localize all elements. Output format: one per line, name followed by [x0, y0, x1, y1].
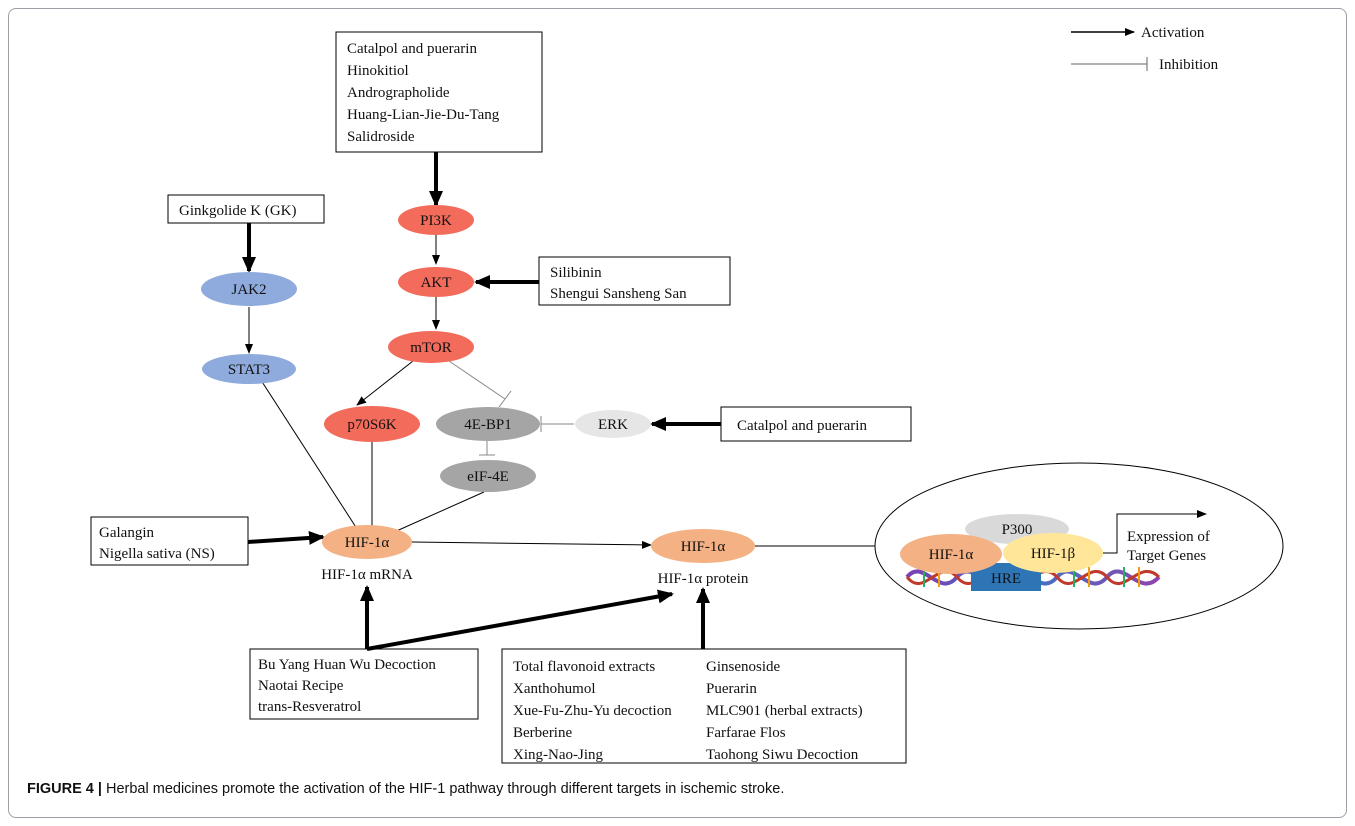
pathway-diagram: Activation Inhibition Catalpol and puera… — [90, 25, 1284, 764]
box-text: Catalpol and puerarin — [347, 41, 477, 57]
figure-frame: Activation Inhibition Catalpol and puera… — [8, 8, 1347, 818]
figure-caption: FIGURE 4 | Herbal medicines promote the … — [27, 781, 1327, 797]
box-text: Xanthohumol — [513, 681, 596, 697]
node-eif-4e: eIF-4E — [440, 460, 536, 492]
box-text: Ginsenoside — [706, 659, 781, 675]
box-text: Nigella sativa (NS) — [99, 546, 215, 562]
box-text: Taohong Siwu Decoction — [706, 747, 859, 763]
box-text: Bu Yang Huan Wu Decoction — [258, 657, 436, 673]
box-text: Ginkgolide K (GK) — [179, 203, 296, 219]
gk-box: Ginkgolide K (GK) — [167, 194, 325, 224]
node-erk: ERK — [575, 410, 651, 438]
expression-line-1: Expression of — [1127, 529, 1210, 545]
expression-line-2: Target Genes — [1127, 548, 1206, 564]
legend-activation-label: Activation — [1141, 25, 1205, 41]
pi3k-activators-box: Catalpol and puerarin Hinokitiol Androgr… — [335, 31, 543, 153]
legend: Activation Inhibition — [1071, 25, 1219, 73]
box-text: Naotai Recipe — [258, 678, 344, 694]
bu-yang-box: Bu Yang Huan Wu Decoction Naotai Recipe … — [249, 648, 479, 720]
box-text: Silibinin — [550, 265, 602, 281]
svg-text:JAK2: JAK2 — [231, 282, 266, 298]
node-jak2: JAK2 — [201, 272, 297, 306]
hif-mrna-label: HIF-1α mRNA — [321, 567, 413, 583]
box-text: MLC901 (herbal extracts) — [706, 703, 863, 719]
node-hif-mrna: HIF-1α — [322, 525, 412, 559]
caption-text: Herbal medicines promote the activation … — [106, 781, 785, 797]
box-text: Shengui Sansheng San — [550, 286, 687, 302]
box-text: Total flavonoid extracts — [513, 659, 655, 675]
box-text: Galangin — [99, 525, 154, 541]
svg-text:STAT3: STAT3 — [228, 362, 270, 378]
box-text: Berberine — [513, 725, 572, 741]
svg-text:eIF-4E: eIF-4E — [467, 469, 509, 485]
svg-text:mTOR: mTOR — [410, 340, 451, 356]
node-hif-protein: HIF-1α — [651, 529, 755, 563]
caption-figure-number: FIGURE 4 | — [27, 781, 102, 797]
box-text: Xue-Fu-Zhu-Yu decoction — [513, 703, 672, 719]
svg-text:HIF-1α: HIF-1α — [681, 539, 726, 555]
nucleus-complex: HRE P300 HIF-1β HIF-1α Expression of Tar… — [874, 462, 1284, 630]
node-p70s6k: p70S6K — [324, 406, 420, 442]
node-stat3: STAT3 — [202, 354, 296, 384]
akt-activators-box: Silibinin Shengui Sansheng San — [538, 256, 731, 306]
protein-activators-box: Total flavonoid extracts Xanthohumol Xue… — [501, 648, 907, 764]
node-akt: AKT — [398, 267, 474, 297]
node-mtor: mTOR — [388, 331, 474, 363]
svg-text:4E-BP1: 4E-BP1 — [464, 417, 512, 433]
hif-1b-label: HIF-1β — [1031, 546, 1075, 562]
hre-label: HRE — [991, 571, 1021, 587]
svg-text:AKT: AKT — [421, 275, 452, 291]
box-text: Salidroside — [347, 129, 415, 145]
erk-activators-box: Catalpol and puerarin — [720, 406, 912, 442]
hif-nucleus-label: HIF-1α — [929, 547, 974, 563]
svg-text:HIF-1α: HIF-1α — [345, 535, 390, 551]
box-text: Huang-Lian-Jie-Du-Tang — [347, 107, 500, 123]
legend-inhibition-label: Inhibition — [1159, 57, 1219, 73]
box-text: Hinokitiol — [347, 63, 409, 79]
box-text: Farfarae Flos — [706, 725, 786, 741]
node-pi3k: PI3K — [398, 205, 474, 235]
svg-text:p70S6K: p70S6K — [347, 417, 396, 433]
p300-label: P300 — [1002, 522, 1033, 538]
edges — [242, 152, 900, 651]
box-text: trans-Resveratrol — [258, 699, 361, 715]
box-text: Andrographolide — [347, 85, 450, 101]
node-4e-bp1: 4E-BP1 — [436, 407, 540, 441]
svg-text:PI3K: PI3K — [420, 213, 452, 229]
box-text: Puerarin — [706, 681, 757, 697]
box-text: Xing-Nao-Jing — [513, 747, 603, 763]
box-text: Catalpol and puerarin — [737, 418, 867, 434]
mrna-activators-box: Galangin Nigella sativa (NS) — [90, 516, 249, 566]
hif-protein-label: HIF-1α protein — [658, 571, 749, 587]
svg-text:ERK: ERK — [598, 417, 628, 433]
